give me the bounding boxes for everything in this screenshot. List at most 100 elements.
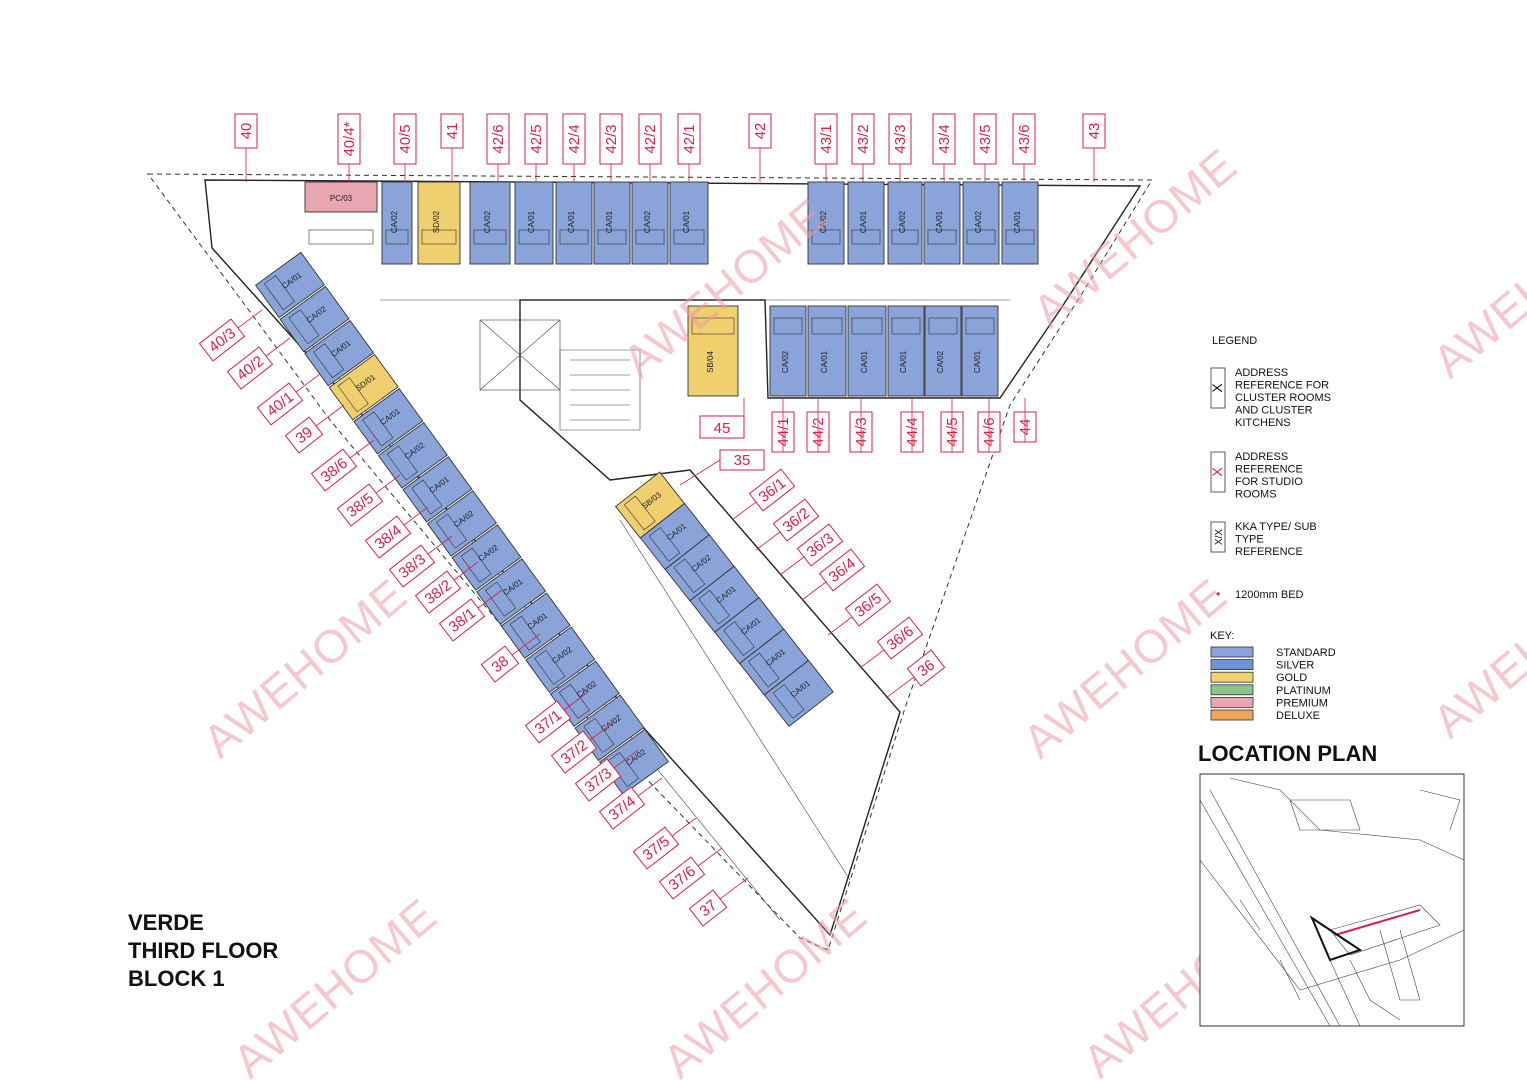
- unit-top-9: CA/02: [807, 181, 845, 265]
- address-label-inner-3: 44/3: [849, 398, 873, 453]
- legend-text: KKA TYPE/ SUB: [1235, 521, 1317, 533]
- title-line-2: THIRD FLOOR: [128, 938, 278, 963]
- legend-text: REFERENCE: [1235, 464, 1303, 476]
- address-label-inner-6: 44/6: [977, 398, 1001, 453]
- svg-text:39: 39: [292, 424, 316, 448]
- unit-left-0: CA/01: [254, 251, 326, 319]
- unit-top-13: CA/02: [962, 181, 1000, 265]
- address-label-top-1: 40/4*: [337, 113, 361, 182]
- unit-code: CA/01: [973, 350, 982, 373]
- unit-inner-2: CA/01: [807, 305, 847, 397]
- unit-code: CA/01: [682, 210, 691, 233]
- svg-text:37: 37: [696, 897, 720, 921]
- svg-text:41: 41: [444, 123, 461, 140]
- location-plan-site-outline: [1309, 915, 1363, 962]
- location-plan-map-lines: [1199, 777, 1465, 1027]
- svg-text:45: 45: [714, 420, 731, 437]
- unit-left-6: CA/01: [402, 456, 473, 523]
- key-label: DELUXE: [1276, 710, 1320, 722]
- plan-title: VERDE THIRD FLOOR BLOCK 1: [128, 910, 278, 991]
- unit-inner-3: CA/01: [847, 305, 887, 397]
- legend-text: CLUSTER ROOMS: [1235, 392, 1331, 404]
- address-label-inner-5: 44/5: [940, 398, 964, 453]
- address-label-top-7: 42/3: [599, 113, 623, 182]
- legend-heading: LEGEND: [1212, 335, 1257, 347]
- address-label-top-17: 43: [1082, 113, 1106, 182]
- address-label-right-0: 35: [679, 449, 765, 486]
- unit-right-2: CA/02: [664, 534, 735, 602]
- svg-text:44/3: 44/3: [853, 417, 870, 446]
- address-label-left-4: 38/6: [310, 439, 375, 492]
- unit-inner-5: CA/02: [924, 305, 962, 397]
- key-item-deluxe: DELUXE: [1210, 709, 1320, 722]
- svg-text:42/4: 42/4: [566, 124, 583, 153]
- svg-text:43/2: 43/2: [855, 124, 872, 153]
- address-label-top-9: 42/1: [677, 113, 701, 182]
- address-label-top-0: 40: [234, 113, 258, 182]
- location-plan-site-marker: [1334, 909, 1421, 936]
- watermark: AWEHOME: [1423, 188, 1527, 387]
- unit-top-11: CA/02: [887, 181, 923, 265]
- legend-text: REFERENCE: [1235, 546, 1303, 558]
- address-label-top-2: 40/5: [393, 113, 417, 182]
- address-label-inner-7: 44: [1013, 398, 1037, 443]
- unit-left-10: CA/01: [500, 592, 571, 659]
- unit-top-1: CA/02: [381, 181, 413, 265]
- unit-code: CA/02: [974, 210, 983, 233]
- unit-inner-1: CA/02: [769, 305, 807, 397]
- svg-text:44: 44: [1017, 419, 1034, 436]
- address-label-top-14: 43/4: [932, 113, 956, 182]
- key-label: STANDARD: [1276, 647, 1336, 659]
- svg-text:42/1: 42/1: [681, 124, 698, 153]
- address-label-left-5: 38/5: [336, 474, 401, 527]
- unit-top-14: CA/01: [1001, 181, 1039, 265]
- address-label-top-10: 42: [748, 113, 772, 182]
- location-plan-map: [1199, 773, 1465, 1027]
- unit-right-6: CA/01: [763, 659, 834, 728]
- legend-text: ADDRESS: [1235, 367, 1288, 379]
- watermark: AWEHOME: [653, 888, 876, 1080]
- unit-code: SD/02: [432, 210, 441, 233]
- address-label-inner-4: 44/4: [900, 398, 924, 453]
- unit-code: CA/01: [820, 350, 829, 373]
- svg-text:44/2: 44/2: [810, 417, 827, 446]
- address-label-left-2: 40/1: [256, 373, 321, 426]
- address-label-left-1: 40/2: [226, 337, 291, 390]
- unit-right-5: CA/01: [738, 628, 810, 696]
- key-item-platinum: PLATINUM: [1210, 684, 1331, 697]
- address-label-top-3: 41: [440, 113, 464, 182]
- svg-text:43/5: 43/5: [977, 124, 994, 153]
- address-label-left-10: 38: [480, 633, 541, 683]
- watermark: AWEHOME: [1023, 138, 1246, 337]
- svg-text:43: 43: [1086, 123, 1103, 140]
- left-unit-row: CA/01CA/02CA/01SD/01CA/01CA/02CA/01CA/02…: [254, 251, 670, 796]
- unit-right-4: CA/01: [714, 596, 785, 665]
- unit-code: CA/01: [899, 350, 908, 373]
- title-line-1: VERDE: [128, 910, 204, 935]
- legend-symbol: X: [1209, 467, 1225, 477]
- svg-text:40: 40: [238, 123, 255, 140]
- address-label-right-1: 36/1: [731, 468, 796, 521]
- svg-text:40/4*: 40/4*: [341, 121, 358, 156]
- key-label: GOLD: [1276, 672, 1307, 684]
- unit-top-7: CA/02: [631, 181, 669, 265]
- unit-code: CA/01: [935, 210, 944, 233]
- legend-text: AND CLUSTER: [1235, 405, 1313, 417]
- svg-text:43/4: 43/4: [936, 124, 953, 153]
- unit-left-8: CA/02: [451, 524, 522, 591]
- address-label-right-5: 36/5: [827, 583, 892, 636]
- address-label-right-6: 36/6: [859, 616, 924, 669]
- svg-text:42/3: 42/3: [603, 124, 620, 153]
- unit-top-0: PC/03: [304, 181, 378, 245]
- address-labels-left: 40/340/240/13938/638/538/438/338/238/138…: [198, 309, 749, 927]
- address-label-top-6: 42/4: [562, 113, 586, 182]
- unit-left-12: CA/02: [549, 660, 620, 728]
- svg-text:43/3: 43/3: [892, 124, 909, 153]
- legend-text: ROOMS: [1235, 489, 1277, 501]
